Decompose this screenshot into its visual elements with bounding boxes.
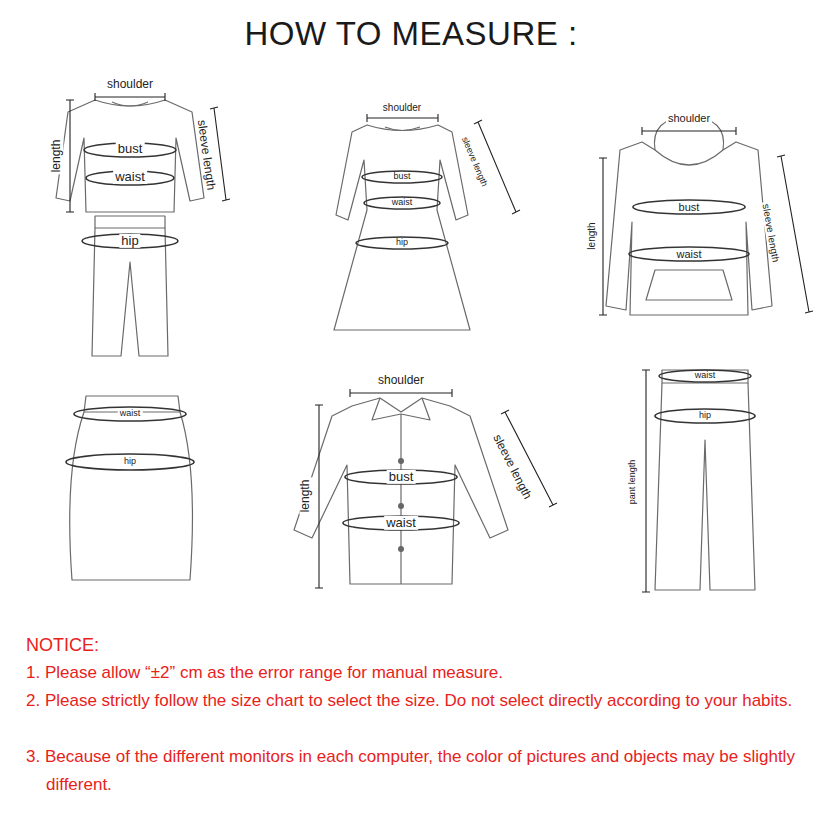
measure-label: waist [390, 198, 415, 208]
notice-item: 3. Because of the different monitors in … [26, 743, 829, 799]
measure-label: waist [674, 248, 703, 260]
measure-label: hip [122, 457, 138, 467]
measure-label: sleeve length [489, 431, 535, 504]
measure-label: bust [677, 201, 702, 213]
dress-figure [334, 114, 520, 330]
measure-label: shoulder [376, 374, 426, 387]
measure-label: bust [387, 470, 416, 484]
measure-label: sleeve length [194, 117, 217, 193]
measure-label: length [50, 138, 63, 175]
measure-label: shoulder [105, 78, 155, 91]
hoodie-figure [599, 116, 813, 315]
notice-heading: NOTICE: [26, 631, 829, 659]
trousers-figure [82, 216, 178, 356]
sweater-figure [56, 93, 230, 212]
measure-label: sleeve length [760, 201, 782, 265]
measure-label: waist [113, 170, 147, 184]
measure-label: shoulder [666, 112, 712, 124]
measure-label: length [586, 220, 597, 251]
measure-label: bust [116, 142, 145, 156]
notice-item: 1. Please allow “±2” cm as the error ran… [26, 659, 829, 687]
measure-label: bust [391, 172, 412, 182]
measure-label: pant length [628, 458, 638, 507]
notice-item: 2. Please strictly follow the size chart… [26, 687, 829, 715]
measure-label: waist [693, 371, 718, 381]
skirt-figure [66, 396, 194, 580]
measure-label: hip [394, 238, 410, 248]
measure-label: shoulder [381, 102, 423, 113]
measure-label: sleeve length [458, 134, 489, 190]
measure-label: hip [119, 234, 140, 248]
measure-label: waist [384, 516, 418, 530]
page-title: HOW TO MEASURE : [244, 15, 577, 53]
pants-figure [642, 370, 755, 592]
measure-label: waist [118, 409, 143, 419]
measure-label: length [299, 478, 312, 515]
measure-label: hip [697, 411, 713, 421]
shirt-figure [294, 389, 557, 588]
